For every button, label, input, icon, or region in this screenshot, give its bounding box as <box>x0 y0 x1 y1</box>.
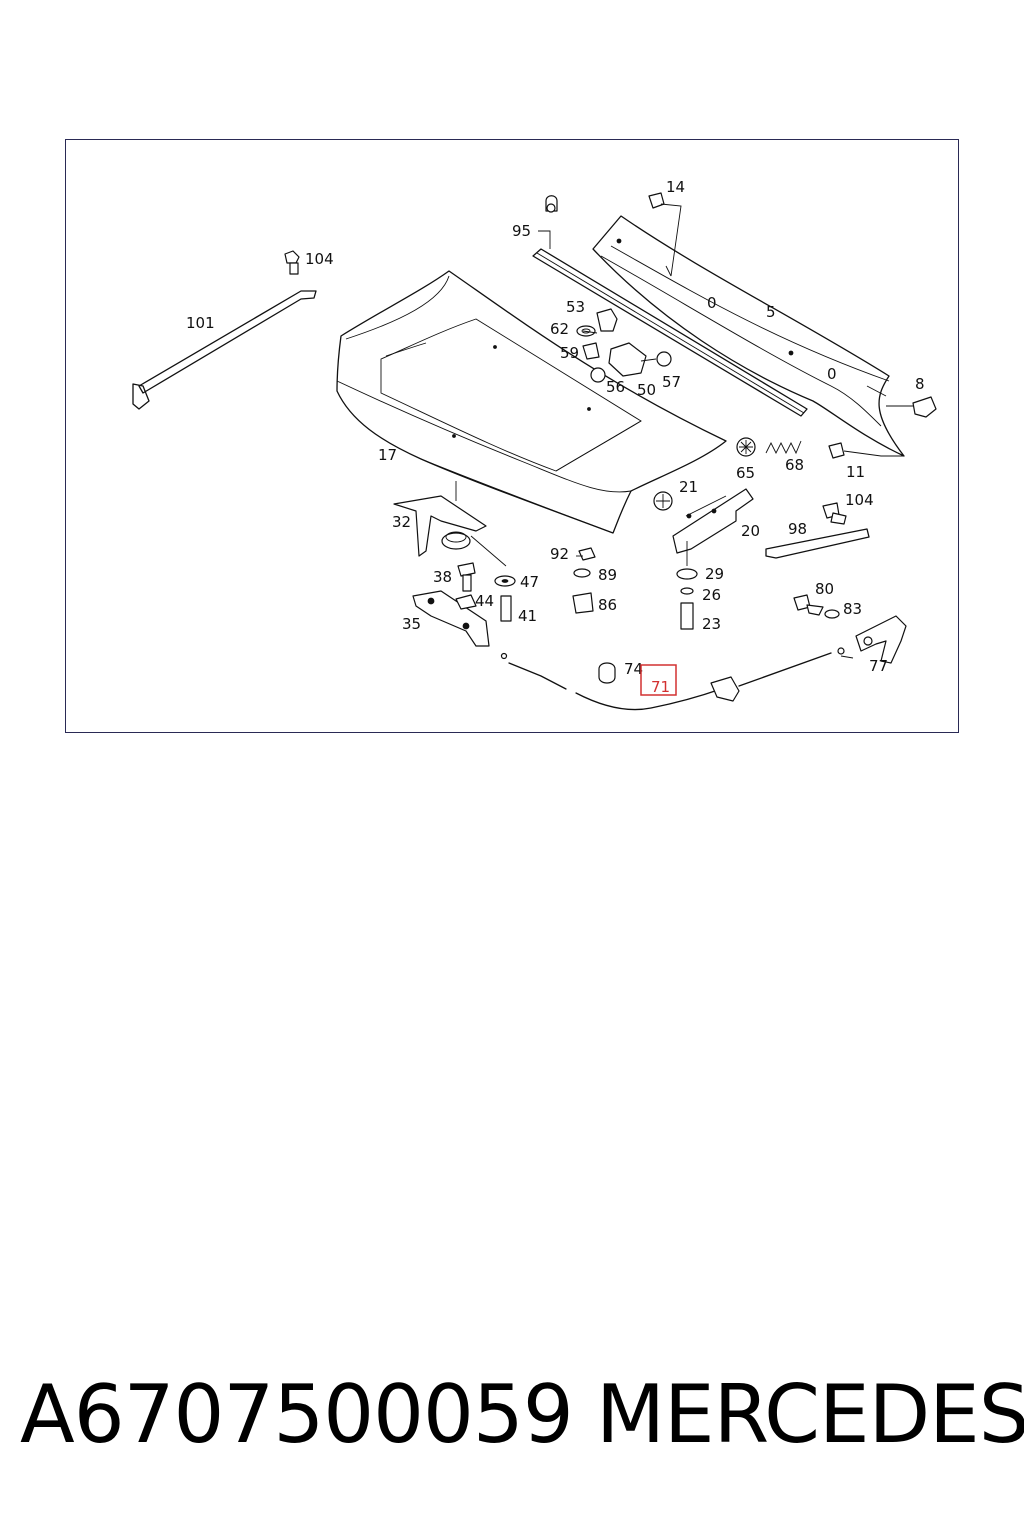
callout-label: 5 <box>766 303 776 321</box>
parts-diagram-frame: 0 0 <box>65 139 959 733</box>
callout-label: 17 <box>378 446 397 464</box>
small-fasteners <box>455 541 698 630</box>
hood-hinge-20 <box>653 488 754 554</box>
callout-label: 47 <box>520 573 539 591</box>
callout-label: 29 <box>705 565 724 583</box>
brand-name: MERCEDES <box>596 1368 1024 1461</box>
callout-label: 38 <box>433 568 452 586</box>
callout-label: 20 <box>741 522 760 540</box>
prop-rod-98 <box>765 502 870 559</box>
callout-label: 92 <box>550 545 569 563</box>
callout-label: 41 <box>518 607 537 625</box>
svg-text:0: 0 <box>707 294 717 312</box>
footer: A6707500059 MERCEDES <box>0 1368 1024 1478</box>
callout-label: 26 <box>702 586 721 604</box>
callout-label: 59 <box>560 344 579 362</box>
left-hinge-32 <box>393 481 507 567</box>
callout-label: 77 <box>869 657 888 675</box>
release-handle-77 <box>793 594 907 664</box>
callout-label: 8 <box>915 375 925 393</box>
callout-label: 80 <box>815 580 834 598</box>
exploded-parts-diagram: 0 0 <box>132 178 937 711</box>
callout-label: 104 <box>305 250 334 268</box>
callout-label: 95 <box>512 222 531 240</box>
callout-label: 53 <box>566 298 585 316</box>
callout-label: 44 <box>475 592 494 610</box>
callout-labels: 104 101 95 14 5 53 62 59 56 50 57 8 17 6… <box>186 178 925 696</box>
callout-label: 21 <box>679 478 698 496</box>
callout-label: 98 <box>788 520 807 538</box>
callout-label: 74 <box>624 660 643 678</box>
leader-lines <box>538 230 887 659</box>
cowl-panel-5: 0 0 <box>592 192 905 457</box>
callout-label: 83 <box>843 600 862 618</box>
callout-label: 65 <box>736 464 755 482</box>
callout-label: 101 <box>186 314 215 332</box>
bump-stop-8 <box>886 396 937 418</box>
callout-label: 56 <box>606 378 625 396</box>
callout-label: 89 <box>598 566 617 584</box>
callout-label: 86 <box>598 596 617 614</box>
hood-release-cable-71 <box>500 647 845 711</box>
callout-label: 68 <box>785 456 804 474</box>
highlight-box-71 <box>640 664 677 696</box>
callout-label: 32 <box>392 513 411 531</box>
callout-label: 50 <box>637 381 656 399</box>
part-number: A6707500059 <box>20 1368 574 1461</box>
callout-label-highlighted: 71 <box>651 678 670 696</box>
seal-strip-95 <box>532 195 808 417</box>
hood-panel <box>336 270 727 534</box>
callout-label: 35 <box>402 615 421 633</box>
svg-text:0: 0 <box>827 365 837 383</box>
callout-label: 14 <box>666 178 685 196</box>
callout-label: 23 <box>702 615 721 633</box>
bracket-35 <box>412 590 490 647</box>
support-strap-101 <box>132 250 317 410</box>
callout-label: 104 <box>845 491 874 509</box>
callout-label: 62 <box>550 320 569 338</box>
callout-label: 11 <box>846 463 865 481</box>
hood-latch-assembly <box>576 308 672 383</box>
callout-label: 57 <box>662 373 681 391</box>
spring-and-fasteners <box>736 437 904 459</box>
